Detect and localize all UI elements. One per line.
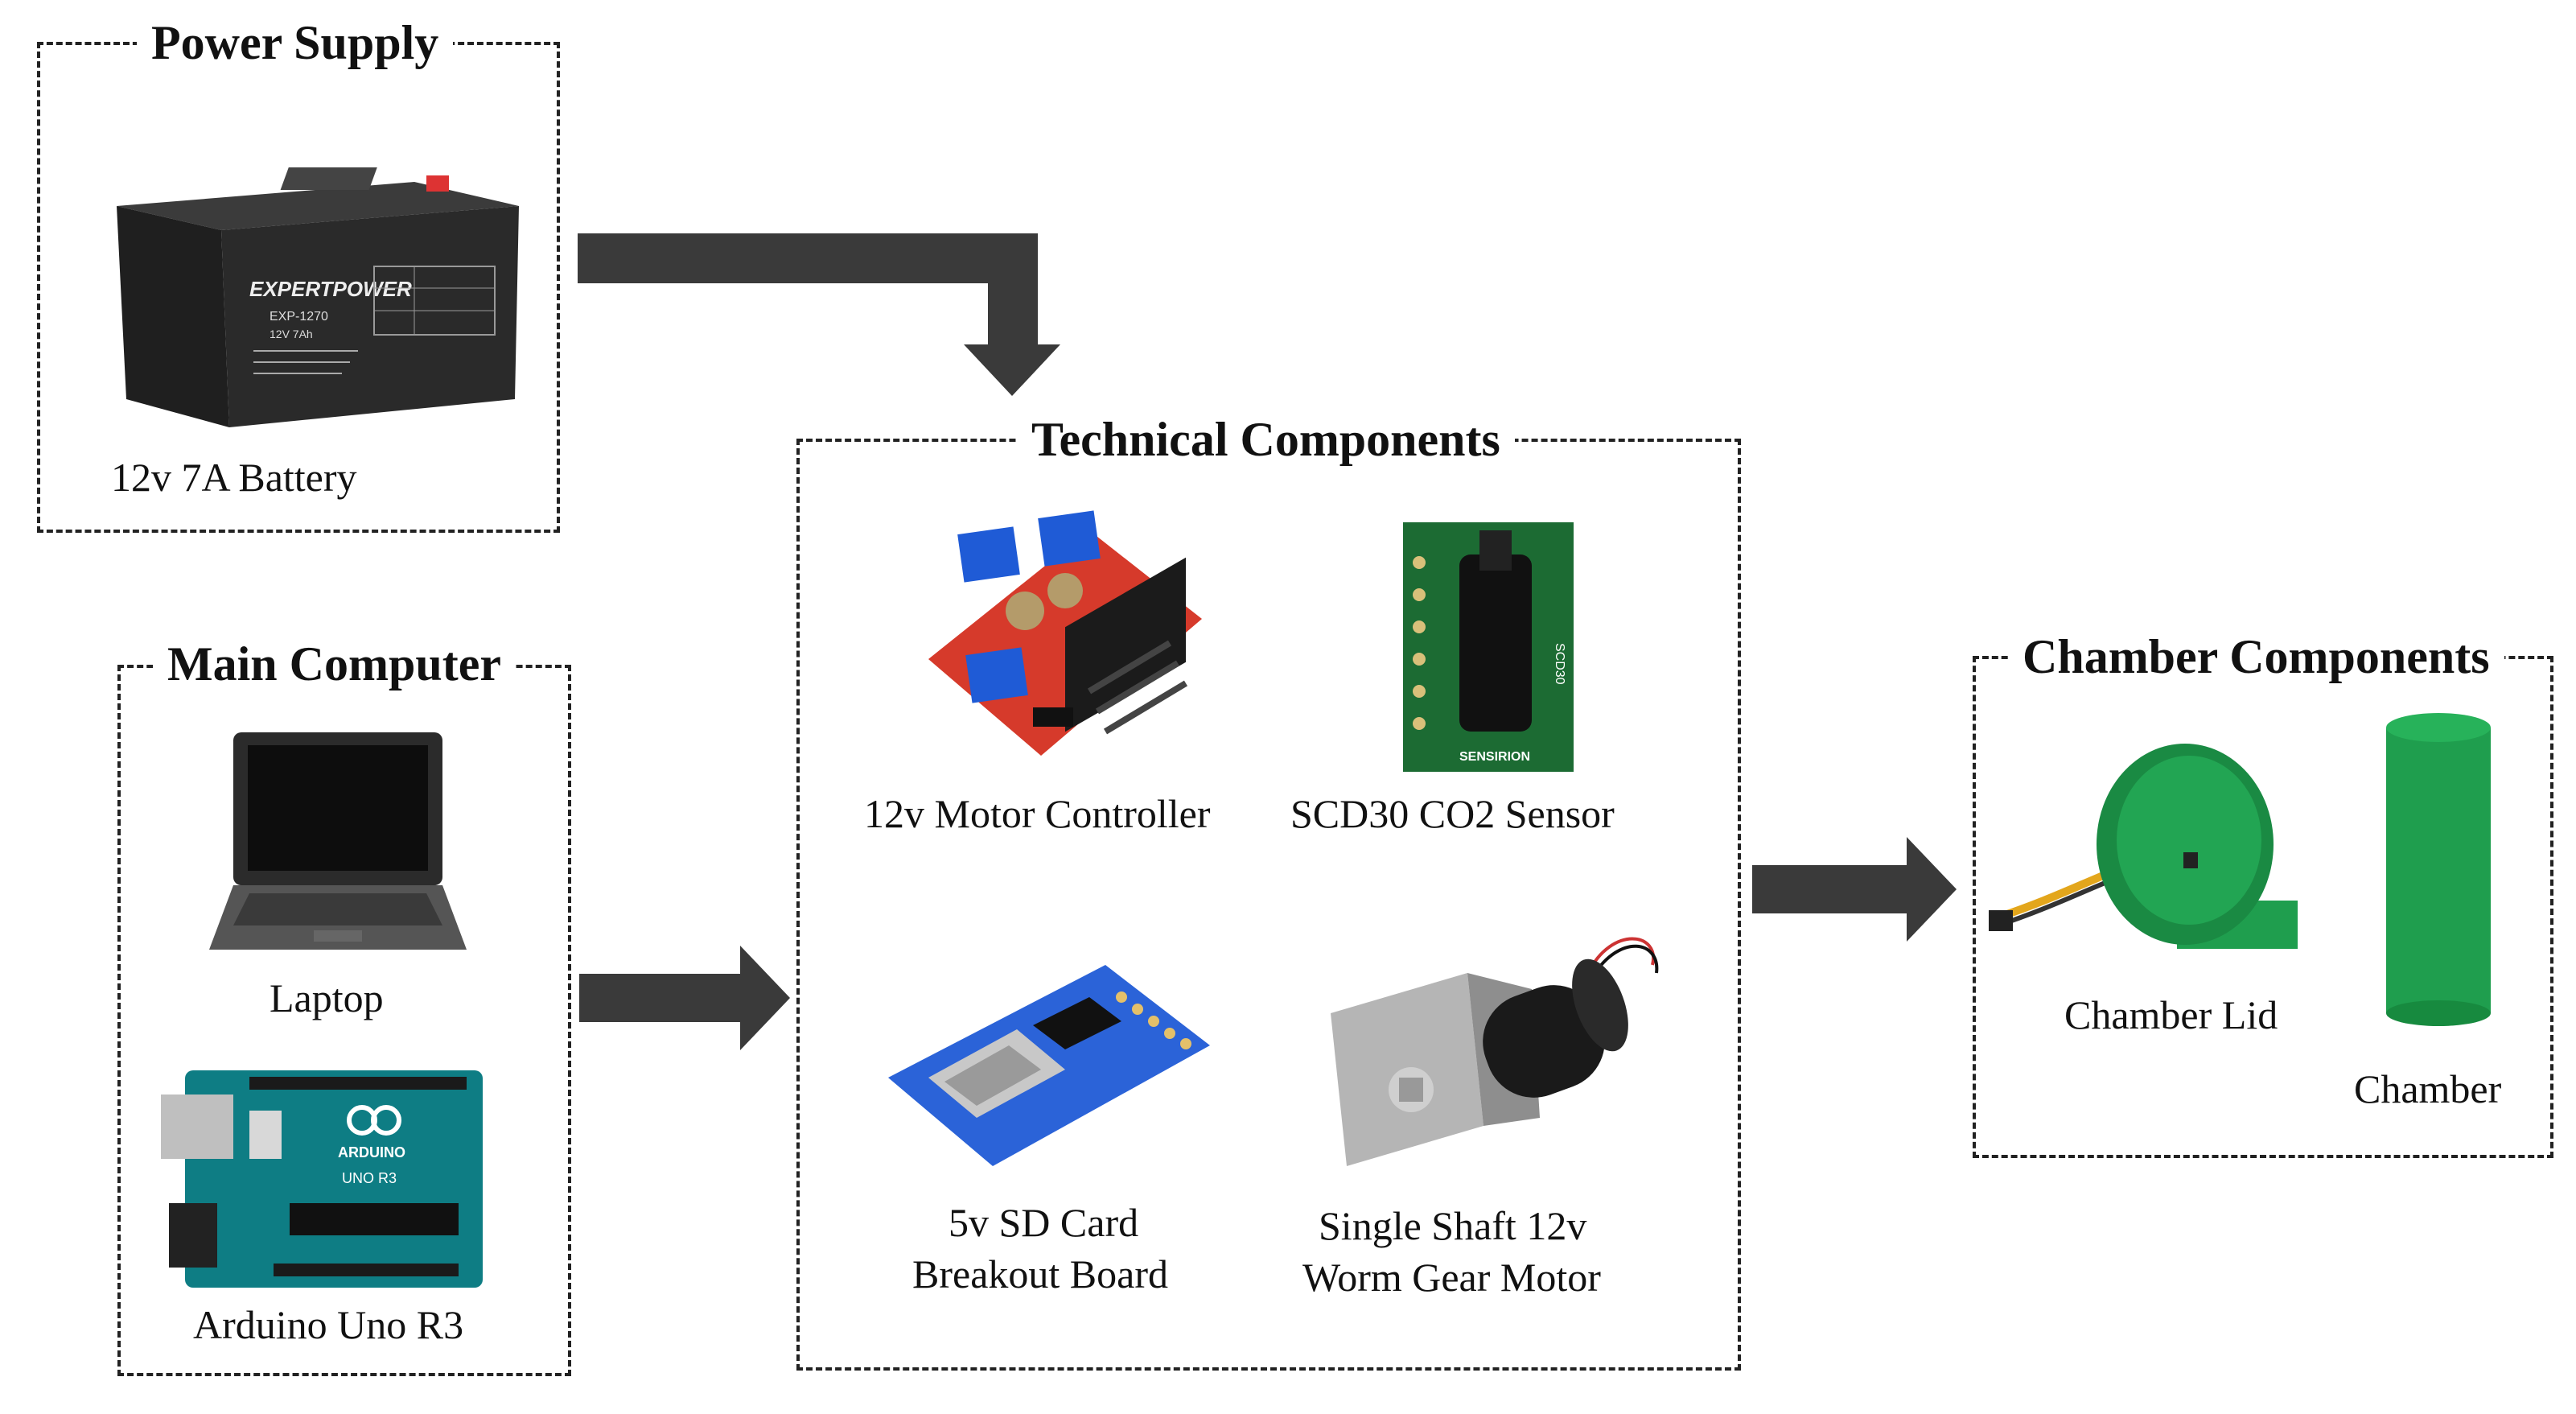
- chamber-components-title: Chamber Components: [2008, 629, 2504, 685]
- chamber-label: Chamber: [2354, 1066, 2502, 1111]
- arduino-label: Arduino Uno R3: [193, 1302, 464, 1347]
- svg-text:12V 7Ah: 12V 7Ah: [270, 328, 313, 340]
- main-computer-group: Main Computer Laptop ARDUINO UNO R3 Ardu…: [117, 636, 571, 1376]
- chamber-lid-label: Chamber Lid: [2064, 992, 2278, 1037]
- sd-card-label-line2: Breakout Board: [912, 1251, 1168, 1297]
- motor-controller-label: 12v Motor Controller: [864, 791, 1211, 836]
- worm-gear-motor-label-line1: Single Shaft 12v: [1319, 1203, 1587, 1248]
- worm-gear-motor-image: [1331, 937, 1659, 1166]
- svg-text:UNO R3: UNO R3: [342, 1170, 397, 1186]
- laptop-label: Laptop: [270, 975, 384, 1020]
- battery-label: 12v 7A Battery: [111, 455, 357, 500]
- worm-gear-motor-label-line2: Worm Gear Motor: [1302, 1255, 1601, 1300]
- svg-text:SCD30: SCD30: [1553, 643, 1566, 685]
- chamber-components-group: Chamber Components Chamber Lid Chamber: [1973, 629, 2553, 1158]
- laptop-image: [209, 732, 467, 950]
- co2-sensor-label: SCD30 CO2 Sensor: [1290, 791, 1615, 836]
- chamber-image: [2386, 713, 2491, 1026]
- sd-card-board-image: [888, 965, 1210, 1166]
- svg-text:SENSIRION: SENSIRION: [1459, 750, 1530, 764]
- svg-text:ARDUINO: ARDUINO: [338, 1144, 405, 1160]
- power-supply-title: Power Supply: [137, 14, 454, 71]
- co2-sensor-image: SCD30 SENSIRION: [1403, 522, 1574, 772]
- main-computer-title: Main Computer: [153, 636, 516, 692]
- power-supply-group: Power Supply EXPERTPOWER EXP-1270 12V 7A…: [37, 14, 560, 533]
- battery-image: EXPERTPOWER EXP-1270 12V 7Ah: [117, 167, 519, 427]
- arduino-image: ARDUINO UNO R3: [161, 1070, 483, 1288]
- svg-text:EXP-1270: EXP-1270: [270, 310, 328, 324]
- technical-components-title: Technical Components: [1017, 411, 1515, 468]
- chamber-lid-image: [1989, 744, 2298, 949]
- technical-components-group: Technical Components 12v Motor Controlle…: [796, 411, 1741, 1371]
- arrow-technical-to-chamber: [1752, 837, 1957, 942]
- svg-text:EXPERTPOWER: EXPERTPOWER: [249, 277, 412, 301]
- arrow-power-to-technical: [578, 233, 1060, 396]
- arrow-computer-to-technical: [579, 946, 790, 1050]
- sd-card-label-line1: 5v SD Card: [949, 1200, 1139, 1245]
- motor-controller-image: [928, 510, 1202, 756]
